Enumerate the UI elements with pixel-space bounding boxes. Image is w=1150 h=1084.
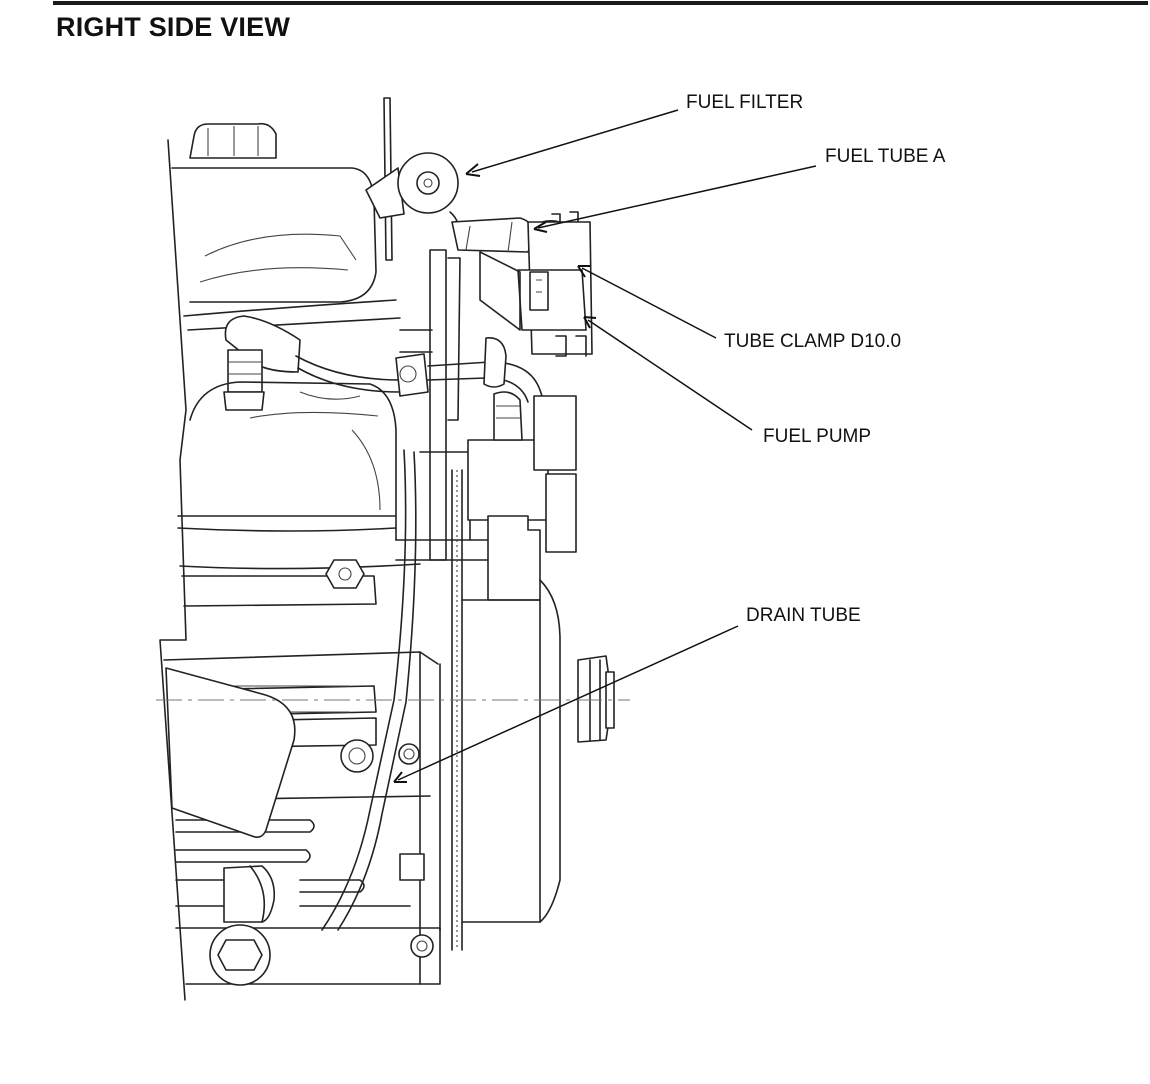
page-title: RIGHT SIDE VIEW [56,12,291,42]
oil-stub [223,865,276,923]
frame-bar [395,539,501,561]
callout-tube-clamp: TUBE CLAMP D10.0 [724,331,902,352]
fuel-pump [479,221,593,357]
breather-tube [395,337,545,403]
flywheel-nut [577,655,615,743]
fuel-tank [171,122,401,331]
frame-post [429,249,447,561]
callout-drain-tube: DRAIN TUBE [746,605,861,626]
fuel-filter-leader [471,109,679,173]
drain-tube-leader [397,625,739,781]
callout-fuel-pump: FUEL PUMP [763,426,872,447]
linkage-block [467,391,577,601]
ring-gear [451,469,561,951]
callout-fuel-filter: FUEL FILTER [686,92,804,113]
cylinder-head [177,381,421,607]
top-rule [53,1,1148,5]
callout-fuel-tube-a: FUEL TUBE A [825,146,946,167]
bolt [325,559,365,589]
fuel-filter [365,152,460,241]
muffler-shield [165,667,296,838]
drain-plug [209,924,271,986]
washer [340,739,374,773]
fuel-pump-leader [587,319,753,431]
fuel-tube-a-leader [537,165,817,229]
tube-clamp-leader [581,267,717,339]
drain-tube [321,449,407,931]
left-break-line [159,139,187,1001]
